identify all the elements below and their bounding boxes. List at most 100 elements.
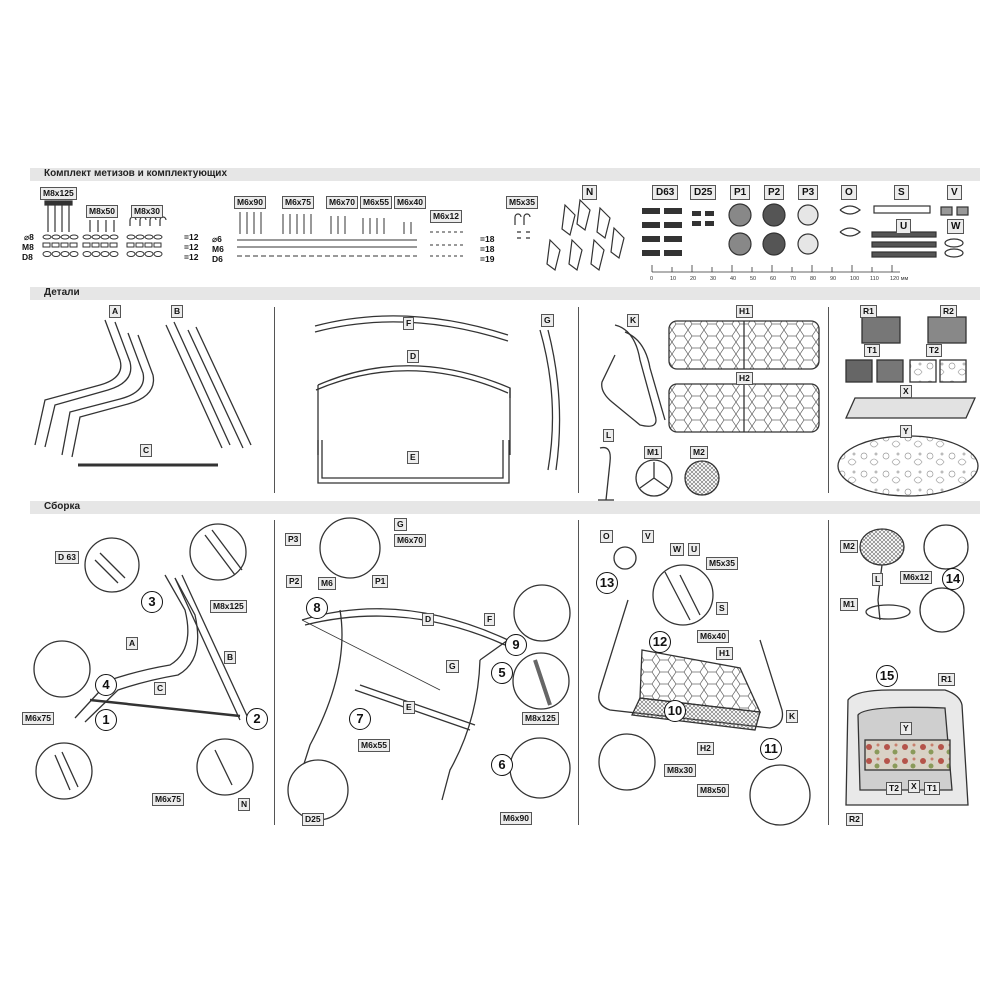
asm-label-p2: P2 xyxy=(286,575,303,588)
m6x12-bolts xyxy=(430,231,466,257)
ruler-tick-label: 30 xyxy=(710,276,717,282)
part-label-f: F xyxy=(403,317,415,330)
ruler-tick-label: 80 xyxy=(810,276,817,282)
asm-label-m6x75-left: M6x75 xyxy=(22,712,54,725)
asm-label-w: W xyxy=(670,543,685,556)
ruler-tick-label: 20 xyxy=(690,276,697,282)
m8x50-bolts xyxy=(89,220,115,232)
part-label-t2: T2 xyxy=(926,344,942,357)
hw-label-d63: D63 xyxy=(652,185,679,200)
asm-label-u: U xyxy=(688,543,701,556)
hw-label-m6x12: M6x12 xyxy=(430,210,462,223)
washer-right-q3: =19 xyxy=(480,254,495,264)
end-caps xyxy=(642,208,714,256)
ruler-tick-label: 120 мм xyxy=(890,276,909,282)
asm-label-p1: P1 xyxy=(372,575,389,588)
asm-label-r2: R2 xyxy=(846,813,863,826)
separator xyxy=(578,307,579,493)
part-label-r1: R1 xyxy=(860,305,877,318)
ruler-tick-label: 50 xyxy=(750,276,757,282)
step-1: 1 xyxy=(95,709,117,731)
step-13: 13 xyxy=(596,572,618,594)
m6-bolts xyxy=(239,212,412,234)
hw-label-u: U xyxy=(896,219,912,234)
hw-label-w: W xyxy=(947,219,965,234)
hw-label-v: V xyxy=(947,185,962,200)
asm-label-a: A xyxy=(126,637,139,650)
asm-label-m1: M1 xyxy=(840,598,858,611)
ruler-tick-label: 100 xyxy=(850,276,860,282)
hw-label-s: S xyxy=(894,185,909,200)
hardware-section-bar xyxy=(30,168,980,181)
asm-label-t1: T1 xyxy=(924,782,940,795)
step-4: 4 xyxy=(95,674,117,696)
asm-label-d63: D 63 xyxy=(55,551,79,564)
washers-left xyxy=(42,234,163,257)
washer-left-q3: =12 xyxy=(184,252,199,262)
ruler-tick-label: 10 xyxy=(670,276,677,282)
step-6: 6 xyxy=(491,754,513,776)
asm-label-m6x55: M6x55 xyxy=(358,739,390,752)
n-clips xyxy=(546,198,625,272)
assembly-drawing xyxy=(33,517,969,826)
hw-label-m6x75: M6x75 xyxy=(282,196,314,209)
washer-right-d: ⌀6 xyxy=(212,234,222,244)
assembly-section-title: Сборка xyxy=(44,501,81,512)
asm-label-m6x40: M6x40 xyxy=(697,630,729,643)
hw-label-p3: P3 xyxy=(798,185,819,200)
step-14: 14 xyxy=(942,568,964,590)
asm-label-g: G xyxy=(394,518,407,531)
asm-label-p3: P3 xyxy=(285,533,302,546)
washer-left-dd: D8 xyxy=(22,252,33,262)
washer-right-q1: =18 xyxy=(480,234,495,244)
asm-label-v: V xyxy=(642,530,654,543)
hw-label-p1: P1 xyxy=(730,185,751,200)
step-10: 10 xyxy=(664,700,686,722)
step-11: 11 xyxy=(760,738,782,760)
step-15: 15 xyxy=(876,665,898,687)
washer-right-m: M6 xyxy=(212,244,224,254)
hw-label-p2: P2 xyxy=(764,185,785,200)
hw-label-m8x50: M8x50 xyxy=(86,205,118,218)
separator xyxy=(274,520,275,825)
step-12: 12 xyxy=(649,631,671,653)
hw-label-m6x70: M6x70 xyxy=(326,196,358,209)
part-label-h2: H2 xyxy=(736,372,753,385)
p-discs xyxy=(728,203,819,256)
washer-right-q2: =18 xyxy=(480,244,495,254)
asm-label-h1: H1 xyxy=(716,647,733,660)
separator xyxy=(274,307,275,493)
part-label-t1: T1 xyxy=(864,344,880,357)
asm-label-m8x125-b: M8x125 xyxy=(522,712,559,725)
separator xyxy=(828,520,829,825)
ruler-tick-label: 0 xyxy=(650,276,654,282)
washer-left-d: ⌀8 xyxy=(24,232,34,242)
part-label-e: E xyxy=(407,451,419,464)
m8x125-bolts xyxy=(44,200,73,232)
m8x30-hooks xyxy=(129,216,167,226)
asm-label-m6x70: M6x70 xyxy=(394,534,426,547)
hw-label-m6x55: M6x55 xyxy=(360,196,392,209)
parts-drawing xyxy=(34,315,979,501)
asm-label-m6: M6 xyxy=(318,577,336,590)
ruler-tick-label: 90 xyxy=(830,276,837,282)
m6-washers xyxy=(237,239,417,257)
ruler-tick-label: 70 xyxy=(790,276,797,282)
part-label-x: X xyxy=(900,385,912,398)
part-label-h1: H1 xyxy=(736,305,753,318)
step-5: 5 xyxy=(491,662,513,684)
step-8: 8 xyxy=(306,597,328,619)
step-7: 7 xyxy=(349,708,371,730)
washer-left-m: M8 xyxy=(22,242,34,252)
m5x35-hooks xyxy=(514,213,531,239)
asm-label-h2: H2 xyxy=(697,742,714,755)
hw-label-m8x125: M8x125 xyxy=(40,187,77,200)
asm-label-m8x30: M8x30 xyxy=(664,764,696,777)
assembly-section-bar xyxy=(30,501,980,514)
asm-label-d25: D25 xyxy=(302,813,324,826)
separator xyxy=(578,520,579,825)
asm-label-g2: G xyxy=(446,660,459,673)
ruler xyxy=(651,265,900,273)
hardware-section-title: Комплект метизов и комплектующих xyxy=(44,168,228,179)
part-label-g: G xyxy=(541,314,554,327)
